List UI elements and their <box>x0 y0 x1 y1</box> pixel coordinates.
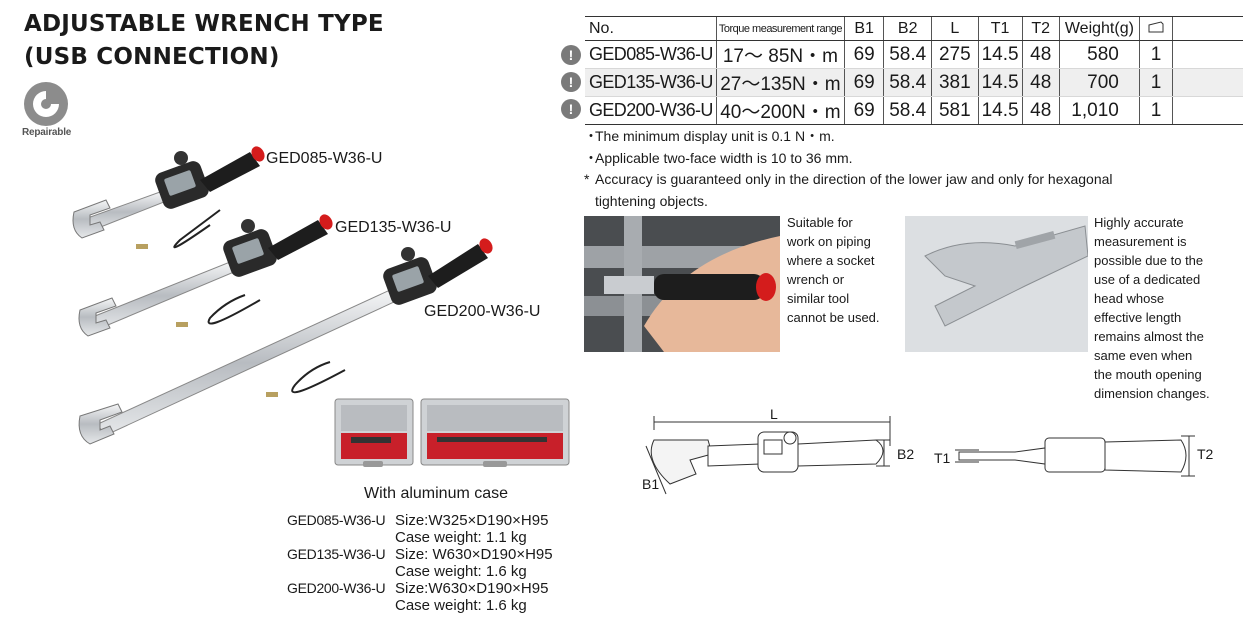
case-caption: With aluminum case <box>364 485 509 502</box>
case-size: Size:W325×D190×H95 <box>395 512 549 529</box>
piping-work-photo <box>584 216 780 352</box>
note-item: *Accuracy is guaranteed only in the dire… <box>584 171 1113 209</box>
spec-row: GED135-W36-U 27～135N・m 69 58.4 381 14.5 … <box>585 68 1243 97</box>
cell-weight: 700 <box>1058 68 1140 97</box>
spec-notes: ・The minimum display unit is 0.1 N・m. ・A… <box>584 126 1164 212</box>
product-label-ged135: GED135-W36-U <box>335 219 452 236</box>
case-large <box>420 398 570 467</box>
header-box-qty <box>1138 16 1173 41</box>
header-t1: T1 <box>977 16 1023 41</box>
repairable-badge: Repairable <box>22 82 72 138</box>
dim-label-b2: B2 <box>897 446 915 462</box>
cell-model: GED200-W36-U <box>585 96 717 125</box>
cell-l: 275 <box>931 40 979 69</box>
feature-text-2: Highly accurate measurement is possible … <box>1094 215 1210 401</box>
cell-torque: 40～200N・m <box>715 96 845 125</box>
warning-icon: ! <box>561 45 581 65</box>
header-blank <box>1172 16 1243 41</box>
cell-t2: 48 <box>1021 40 1060 69</box>
cell-torque: 17～ 85N・m <box>715 40 845 69</box>
spec-header-row: No. Torque measurement range B1 B2 L T1 … <box>585 16 1243 41</box>
wrench-product-images <box>72 146 493 445</box>
product-label-ged085: GED085-W36-U <box>266 150 383 167</box>
cell-blank <box>1172 68 1243 97</box>
wrench-head-photo <box>905 216 1088 352</box>
header-t2: T2 <box>1021 16 1060 41</box>
cell-model: GED135-W36-U <box>585 68 717 97</box>
case-size: Size: W630×D190×H95 <box>395 546 553 563</box>
dimension-drawing-top <box>645 416 891 495</box>
case-model: GED085-W36-U <box>287 512 386 528</box>
note-item: ・Applicable two-face width is 10 to 36 m… <box>584 149 853 166</box>
dim-label-b1: B1 <box>642 476 660 492</box>
dim-label-t1: T1 <box>934 450 951 466</box>
cell-weight: 580 <box>1058 40 1140 69</box>
header-weight: Weight(g) <box>1058 16 1140 41</box>
cell-l: 381 <box>931 68 979 97</box>
cell-l: 581 <box>931 96 979 125</box>
cell-qty: 1 <box>1138 40 1173 69</box>
aluminum-case-images <box>334 398 570 467</box>
cell-blank <box>1172 40 1243 69</box>
dim-label-l: L <box>770 406 778 422</box>
wrench-icon <box>24 82 68 126</box>
case-model: GED200-W36-U <box>287 580 386 596</box>
cell-blank <box>1172 96 1243 125</box>
product-label-ged200: GED200-W36-U <box>424 303 541 320</box>
cell-b2: 58.4 <box>883 96 932 125</box>
header-no: No. <box>585 16 717 41</box>
cell-qty: 1 <box>1138 68 1173 97</box>
spec-row: GED085-W36-U 17～ 85N・m 69 58.4 275 14.5 … <box>585 40 1243 69</box>
cell-model: GED085-W36-U <box>585 40 717 69</box>
cell-b1: 69 <box>843 96 884 125</box>
warning-icon: ! <box>561 99 581 119</box>
cell-b1: 69 <box>843 40 884 69</box>
cell-t1: 14.5 <box>977 96 1023 125</box>
warning-icon: ! <box>561 72 581 92</box>
badge-label: Repairable <box>22 127 72 138</box>
box-icon <box>1148 20 1164 32</box>
spec-row: GED200-W36-U 40～200N・m 69 58.4 581 14.5 … <box>585 96 1243 125</box>
cell-weight: 1,010 <box>1058 96 1140 125</box>
wrench-ged200 <box>78 238 493 445</box>
header-b1: B1 <box>843 16 884 41</box>
page-title: ADJUSTABLE WRENCH TYPE (USB CONNECTION) <box>24 8 384 74</box>
case-model: GED135-W36-U <box>287 546 386 562</box>
cell-b2: 58.4 <box>883 40 932 69</box>
cell-t1: 14.5 <box>977 68 1023 97</box>
case-weight: Case weight: 1.6 kg <box>395 563 527 580</box>
feature-text-1: Suitable for work on piping where a sock… <box>787 215 880 325</box>
wrench-ged135 <box>78 214 333 337</box>
cell-t2: 48 <box>1021 68 1060 97</box>
header-l: L <box>931 16 979 41</box>
case-small <box>334 398 414 467</box>
title-line-2: (USB CONNECTION) <box>24 44 280 70</box>
dim-label-t2: T2 <box>1197 446 1214 462</box>
cell-qty: 1 <box>1138 96 1173 125</box>
cell-torque: 27～135N・m <box>715 68 845 97</box>
cell-t1: 14.5 <box>977 40 1023 69</box>
case-size: Size:W630×D190×H95 <box>395 580 549 597</box>
cell-b1: 69 <box>843 68 884 97</box>
cell-b2: 58.4 <box>883 68 932 97</box>
header-torque-range: Torque measurement range <box>715 16 845 41</box>
case-weight: Case weight: 1.1 kg <box>395 529 527 546</box>
title-line-1: ADJUSTABLE WRENCH TYPE <box>24 11 384 37</box>
header-b2: B2 <box>883 16 932 41</box>
wrench-ged085 <box>72 146 265 249</box>
note-item: ・The minimum display unit is 0.1 N・m. <box>584 128 835 144</box>
dimension-drawing-side <box>955 435 1195 477</box>
case-weight: Case weight: 1.6 kg <box>395 597 527 614</box>
cell-t2: 48 <box>1021 96 1060 125</box>
spec-table: No. Torque measurement range B1 B2 L T1 … <box>585 16 1243 125</box>
